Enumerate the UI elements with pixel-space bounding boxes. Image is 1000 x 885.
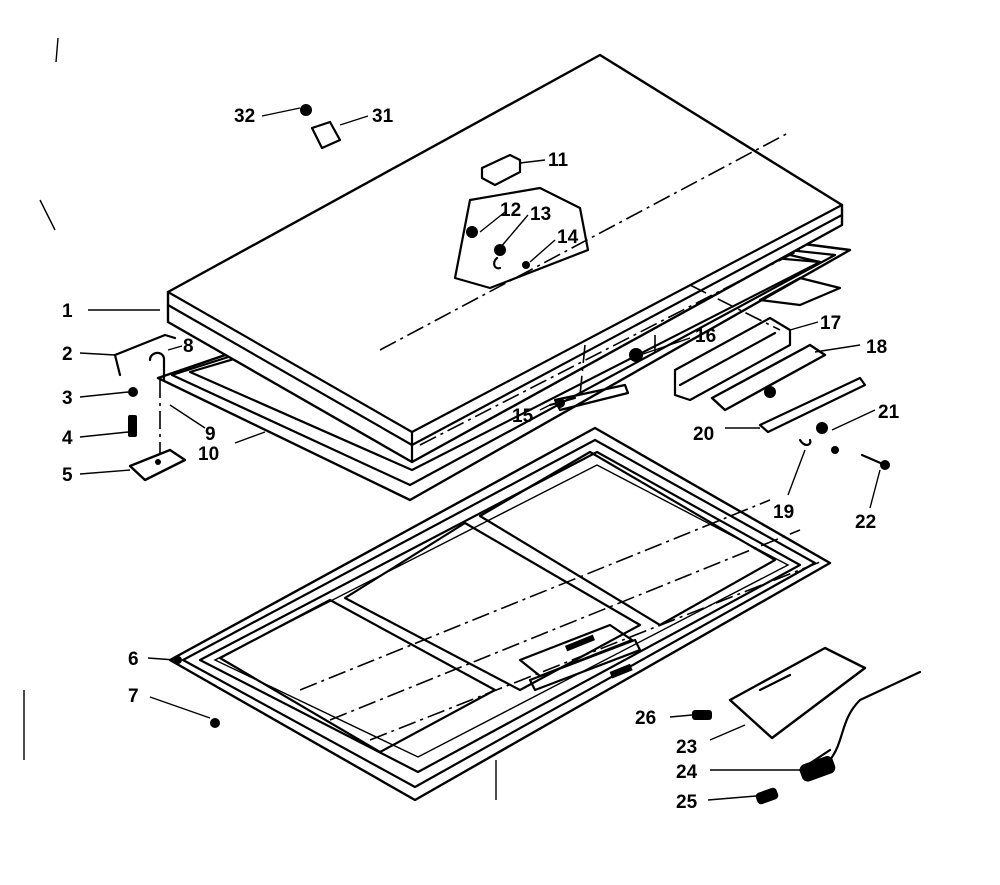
- callout-19: 19: [773, 502, 794, 523]
- inner-door-panel: [168, 426, 832, 802]
- callout-26: 26: [635, 708, 656, 729]
- callout-23: 23: [676, 737, 697, 758]
- callout-21: 21: [878, 402, 900, 423]
- scan-marks: [23, 37, 497, 800]
- callout-20: 20: [693, 424, 714, 445]
- callout-17: 17: [820, 313, 841, 334]
- callout-6: 6: [128, 649, 139, 670]
- callout-12: 12: [500, 200, 521, 221]
- callout-18: 18: [866, 337, 887, 358]
- callout-7: 7: [128, 686, 139, 707]
- clip-11: [480, 153, 522, 187]
- callout-11: 11: [548, 150, 569, 171]
- callout-9: 9: [205, 424, 216, 445]
- stop-bracket-31: [310, 120, 342, 150]
- callout-1: 1: [62, 301, 73, 322]
- callout-2: 2: [62, 344, 73, 365]
- freezer-lid: [159, 53, 844, 464]
- callout-4: 4: [62, 428, 73, 449]
- callout-5: 5: [62, 465, 73, 486]
- screw-32: [300, 104, 312, 116]
- callout-32: 32: [234, 106, 255, 127]
- callout-labels: 1 2 3 4 5 6 7 8 9 10 11 12 13 14 15 16 1…: [62, 106, 900, 813]
- callout-16: 16: [695, 326, 716, 347]
- callout-15: 15: [512, 406, 534, 427]
- callout-13: 13: [530, 204, 551, 225]
- callout-10: 10: [198, 444, 219, 465]
- hardware-parts: [113, 104, 922, 805]
- callout-22: 22: [855, 512, 876, 533]
- callout-8: 8: [183, 336, 194, 357]
- callout-14: 14: [557, 227, 579, 248]
- leader-lines: [79, 107, 881, 801]
- callout-3: 3: [62, 388, 73, 409]
- callout-31: 31: [372, 106, 394, 127]
- callout-24: 24: [676, 762, 698, 783]
- callout-25: 25: [676, 792, 698, 813]
